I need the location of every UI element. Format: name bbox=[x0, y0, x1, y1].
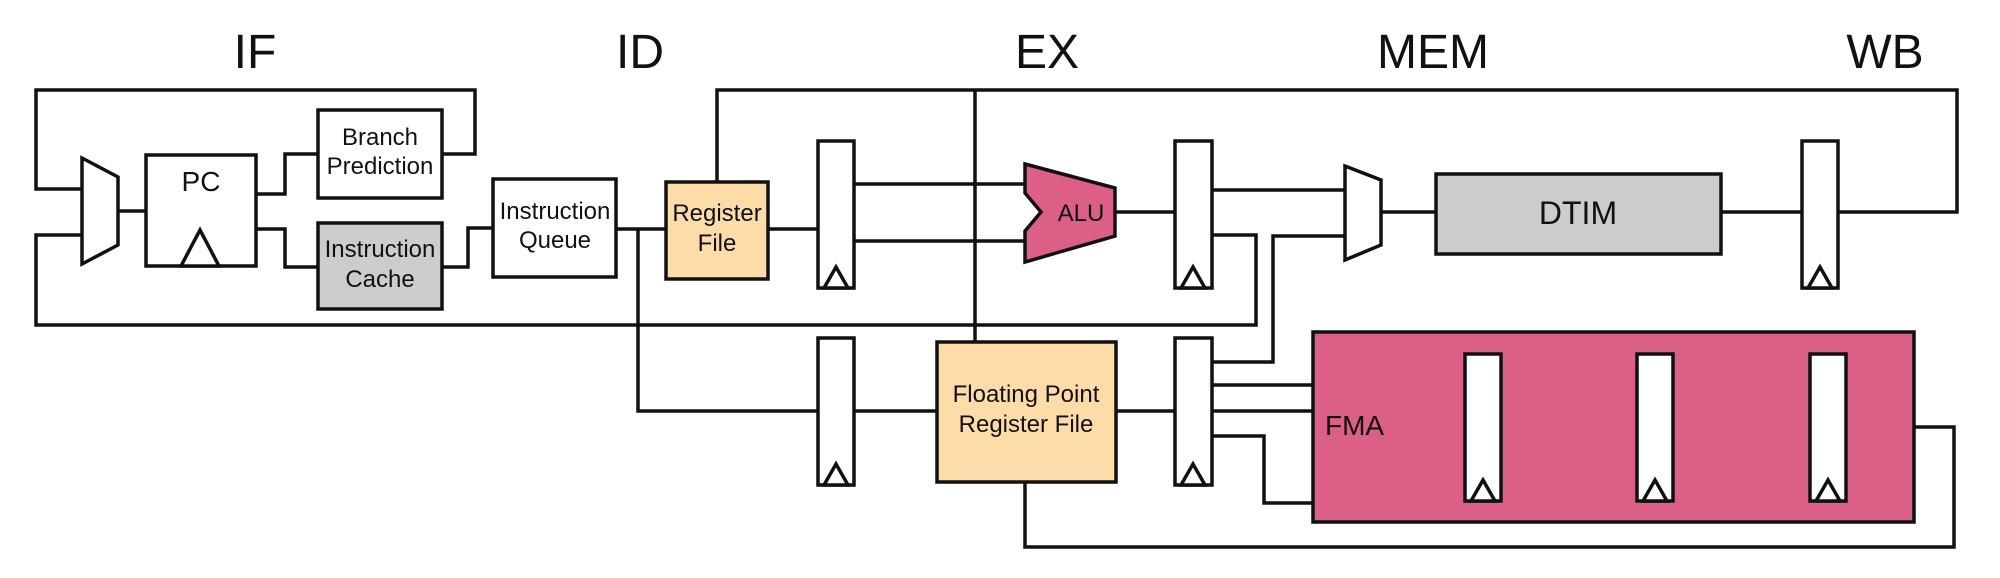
wire-iq-to-fp bbox=[636, 229, 818, 413]
pc-label: PC bbox=[182, 166, 221, 197]
register-file-label-line1: Register bbox=[672, 200, 761, 227]
stage-label-wb: WB bbox=[1846, 26, 1923, 79]
instruction-cache-block bbox=[316, 221, 444, 311]
instruction-queue-block bbox=[491, 177, 618, 279]
branch-prediction-block bbox=[316, 108, 444, 200]
clock-triangle-icon bbox=[178, 226, 222, 268]
stage-label-id: ID bbox=[616, 26, 664, 79]
instruction-cache-label-line1: Instruction bbox=[325, 236, 436, 263]
register-file-block bbox=[664, 180, 770, 281]
mem-mux bbox=[1343, 163, 1383, 263]
wires bbox=[34, 88, 1959, 549]
wire-pc-to-icache bbox=[256, 227, 318, 269]
clock-triangle-icon bbox=[820, 263, 852, 290]
instruction-queue-label-line2: Queue bbox=[519, 227, 591, 254]
fp-register-file-label-line2: Register File bbox=[959, 411, 1094, 438]
wire-writeback-loop bbox=[715, 88, 1959, 214]
stage-label-if: IF bbox=[234, 26, 277, 79]
stage-label-ex: EX bbox=[1015, 26, 1079, 79]
wire-fplatch-to-fma-c bbox=[1212, 434, 1313, 505]
wire-ex-feedback-loop bbox=[34, 233, 1258, 327]
pc-mux bbox=[80, 155, 120, 267]
dtim-block bbox=[1434, 172, 1723, 256]
alu-unit bbox=[1023, 161, 1117, 265]
branch-prediction-label-line2: Prediction bbox=[327, 153, 434, 180]
instruction-queue-label-line1: Instruction bbox=[500, 198, 611, 225]
branch-prediction-label-line1: Branch bbox=[342, 124, 418, 151]
fma-label: FMA bbox=[1325, 410, 1384, 441]
clock-triangle-icon bbox=[1177, 263, 1209, 290]
wire-fma-writeback-loop bbox=[1023, 425, 1956, 549]
wire-pc-to-bp bbox=[256, 152, 318, 196]
fp-register-file-label-line1: Floating Point bbox=[953, 381, 1100, 408]
alu-label: ALU bbox=[1058, 200, 1105, 227]
clock-triangle-icon bbox=[1639, 476, 1671, 503]
stage-label-mem: MEM bbox=[1377, 26, 1489, 79]
wire-branch-loop bbox=[34, 88, 477, 191]
dtim-label: DTIM bbox=[1539, 195, 1617, 231]
fp-register-file-block bbox=[935, 340, 1118, 484]
wire-icache-to-iq bbox=[442, 226, 493, 269]
ex-mem-latch bbox=[1173, 139, 1214, 290]
clock-triangle-icon bbox=[1804, 263, 1836, 290]
clock-triangle-icon bbox=[1467, 476, 1499, 503]
wire-fplatch-to-mem-mux bbox=[1212, 234, 1345, 364]
clock-triangle-icon bbox=[820, 460, 852, 487]
clock-triangle-icon bbox=[1177, 460, 1209, 487]
instruction-cache-label-line2: Cache bbox=[345, 266, 414, 293]
register-file-label-line2: File bbox=[698, 230, 737, 257]
clock-triangle-icon bbox=[1812, 476, 1844, 503]
